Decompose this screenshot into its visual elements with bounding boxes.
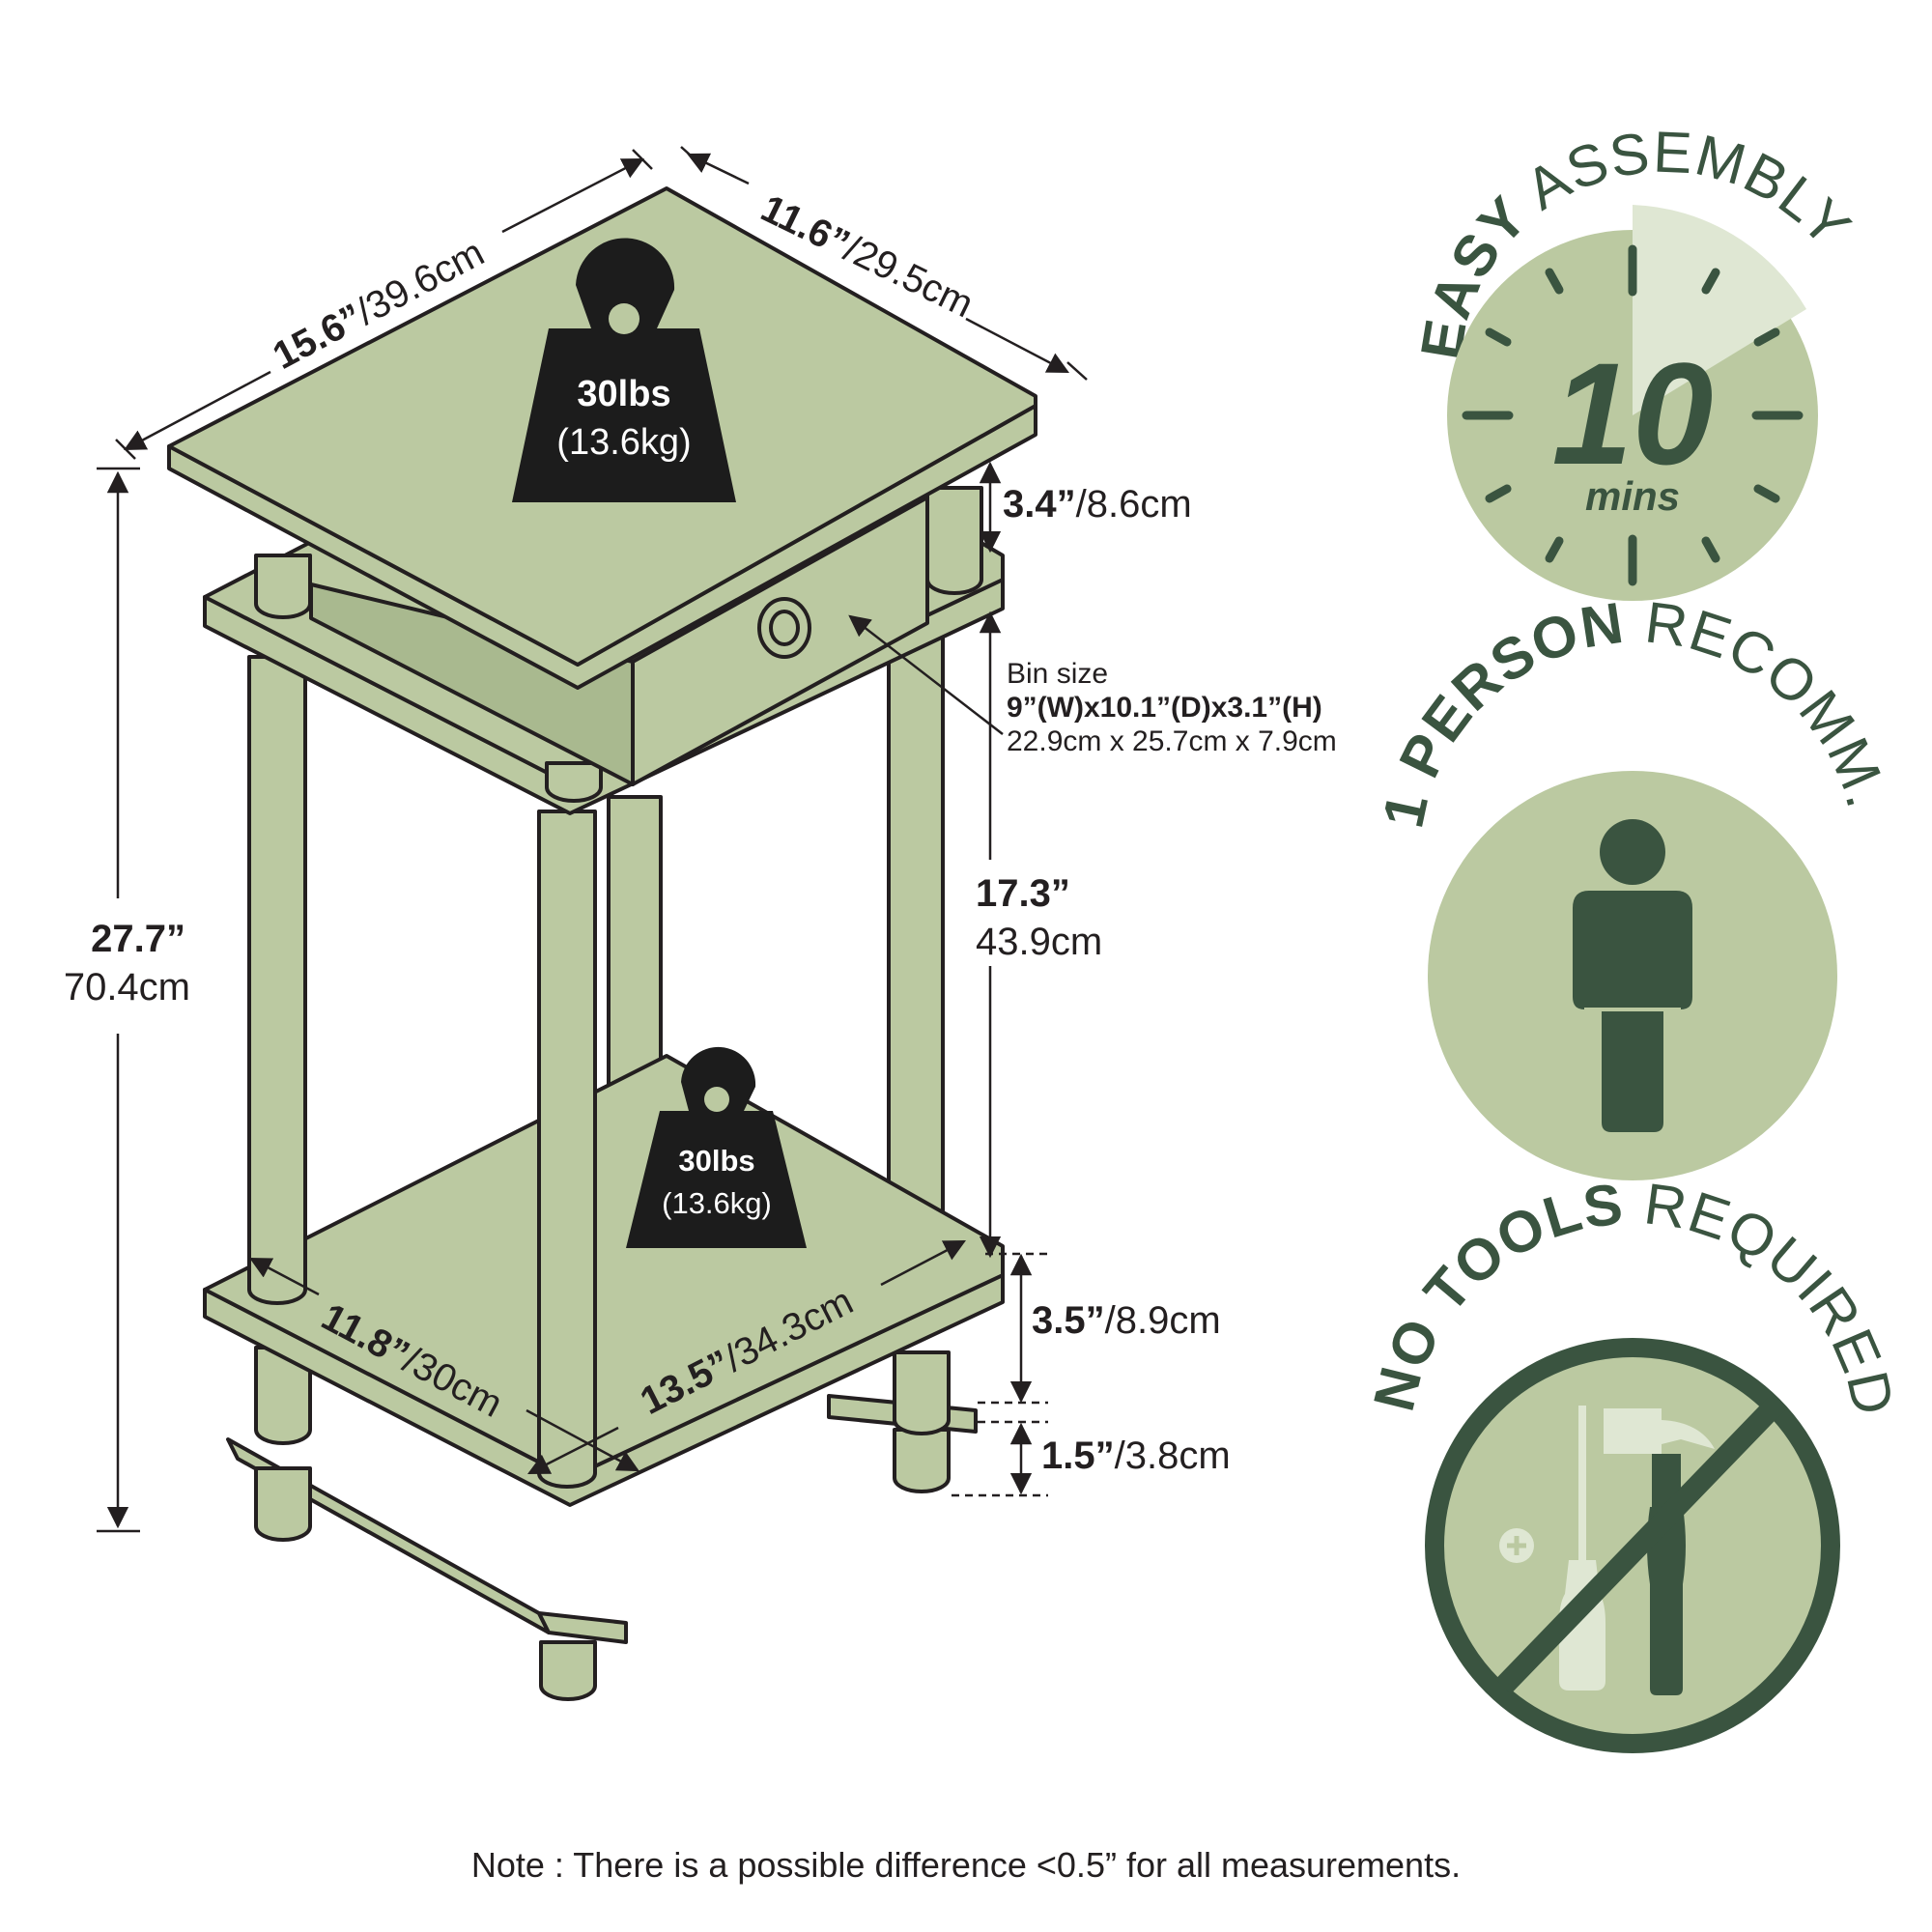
bottom-height-metric: /8.9cm bbox=[1105, 1299, 1221, 1342]
foot-height-label: 1.5”/3.8cm bbox=[1041, 1435, 1231, 1477]
bottom-rails bbox=[226, 1346, 978, 1701]
hammer-icon bbox=[1604, 1408, 1715, 1695]
assembly-time-unit: mins bbox=[1585, 473, 1680, 519]
dimension-lines bbox=[97, 146, 1088, 1533]
shelf-gap-metric: 43.9cm bbox=[976, 921, 1102, 963]
easy-assembly-badge: EASY ASSEMBLY 10 mins bbox=[1408, 119, 1862, 601]
bottom-weight-metric: (13.6kg) bbox=[662, 1186, 772, 1220]
bottom-shelf bbox=[203, 1054, 1005, 1507]
top-weight-badge: 30lbs (13.6kg) bbox=[512, 238, 736, 502]
bottom-weight-badge: 30lbs (13.6kg) bbox=[626, 1046, 807, 1248]
person-icon bbox=[1428, 771, 1837, 1180]
no-tools-badge: NO TOOLS REQUIRED bbox=[1361, 1171, 1906, 1753]
drawer-height-metric: /8.6cm bbox=[1076, 483, 1192, 526]
drawer-height-imperial: 3.4” bbox=[1003, 483, 1076, 526]
assembly-time-value: 10 bbox=[1552, 332, 1714, 495]
total-height-imperial: 27.7” bbox=[91, 918, 185, 960]
top-weight-metric: (13.6kg) bbox=[556, 422, 691, 463]
bottom-height-label: 3.5”/8.9cm bbox=[1032, 1299, 1221, 1342]
bottom-height-imperial: 3.5” bbox=[1032, 1299, 1105, 1342]
measurement-note: Note : There is a possible difference <0… bbox=[470, 1845, 1462, 1885]
bin-size-imperial: 9”(W)x10.1”(D)x3.1”(H) bbox=[1007, 692, 1322, 724]
foot-height-imperial: 1.5” bbox=[1041, 1435, 1115, 1477]
clock-icon: 10 mins bbox=[1447, 205, 1818, 601]
drawer-height-label: 3.4”/8.6cm bbox=[1003, 483, 1192, 526]
bin-size-metric: 22.9cm x 25.7cm x 7.9cm bbox=[1007, 725, 1337, 757]
foot-height-metric: /3.8cm bbox=[1115, 1435, 1231, 1477]
drawer bbox=[309, 496, 929, 786]
bin-size-label: Bin size bbox=[1007, 658, 1108, 690]
total-height-metric: 70.4cm bbox=[64, 966, 190, 1009]
top-weight-imperial: 30lbs bbox=[577, 374, 670, 414]
bin-size-info: Bin size 9”(W)x10.1”(D)x3.1”(H) 22.9cm x… bbox=[1007, 658, 1337, 757]
one-person-badge: 1 PERSON RECOMM. bbox=[1370, 589, 1899, 1180]
front-legs bbox=[247, 655, 597, 1489]
shelf-gap-imperial: 17.3” bbox=[976, 872, 1070, 915]
bottom-weight-imperial: 30lbs bbox=[678, 1144, 754, 1178]
no-tools-icon bbox=[1425, 1338, 1840, 1753]
